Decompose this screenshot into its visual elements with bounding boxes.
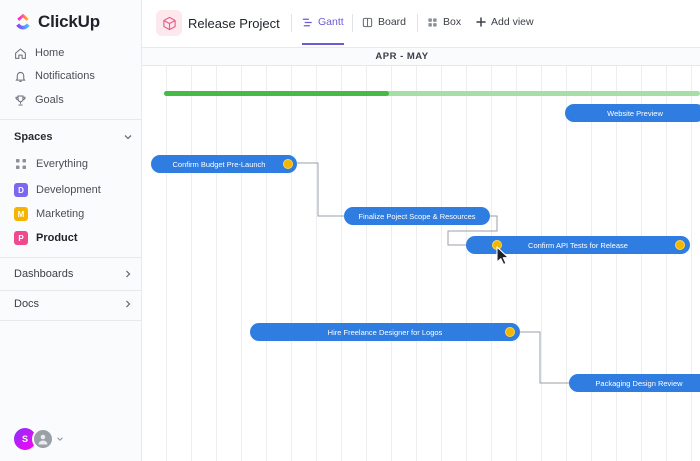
task-bar-finalize-scope[interactable]: Finalize Poject Scope & Resources	[344, 207, 490, 225]
nav-label-notifications: Notifications	[35, 70, 95, 82]
sidebar-divider	[0, 119, 142, 120]
space-label-development: Development	[36, 184, 101, 196]
space-badge-marketing: M	[14, 207, 28, 221]
dashboards-label: Dashboards	[14, 268, 74, 280]
task-label: Confirm API Tests for Release	[528, 240, 628, 250]
sidebar-divider	[0, 257, 142, 258]
sidebar-divider	[0, 320, 142, 321]
sidebar-divider	[0, 290, 142, 291]
task-bar-hire-designer[interactable]: Hire Freelance Designer for Logos	[250, 323, 520, 341]
grid-icon	[16, 159, 26, 169]
task-label: Hire Freelance Designer for Logos	[327, 327, 443, 337]
nav-item-notifications[interactable]: Notifications	[14, 68, 95, 84]
page-title: Release Project	[188, 16, 280, 31]
nav-label-goals: Goals	[35, 94, 64, 106]
user-icon	[38, 434, 48, 445]
chevron-down-icon	[57, 437, 63, 441]
timeline-header: APR - MAY	[142, 48, 700, 66]
add-view-label: Add view	[491, 16, 534, 28]
milestone-icon[interactable]	[505, 327, 515, 337]
overall-progress-bar	[164, 91, 700, 96]
overall-progress-fill	[164, 91, 390, 96]
space-label-marketing: Marketing	[36, 208, 85, 220]
tab-label-board: Board	[378, 16, 407, 28]
add-view-button[interactable]: Add view	[476, 16, 534, 28]
space-badge-product: P	[14, 231, 28, 245]
bell-icon	[15, 71, 26, 82]
gantt-chart[interactable]: APR - MAY Website Preview Confirm Budget…	[142, 48, 700, 461]
tab-label-gantt: Gantt	[318, 16, 344, 28]
timeline-range: APR - MAY	[375, 51, 429, 62]
user-menu[interactable]: S	[14, 428, 64, 450]
docs-label: Docs	[14, 298, 40, 310]
chevron-down-icon[interactable]	[123, 132, 133, 142]
task-bar-packaging-review[interactable]: Packaging Design Review	[569, 374, 700, 392]
nav-item-home[interactable]: Home	[14, 45, 64, 61]
space-item-product[interactable]: P Product	[14, 231, 78, 245]
gantt-icon	[302, 18, 312, 26]
avatar: S	[14, 428, 36, 450]
trophy-icon	[15, 95, 26, 105]
home-icon	[15, 47, 26, 59]
task-label: Finalize Poject Scope & Resources	[358, 211, 476, 221]
dashboards-link[interactable]: Dashboards	[14, 268, 133, 280]
cube-icon	[162, 16, 176, 30]
space-label-everything: Everything	[36, 158, 88, 170]
space-badge-development: D	[14, 183, 28, 197]
tab-board[interactable]: Board	[362, 16, 406, 28]
tab-box[interactable]: Box	[427, 16, 461, 28]
space-item-development[interactable]: D Development	[14, 183, 101, 197]
task-bar-confirm-budget[interactable]: Confirm Budget Pre-Launch	[151, 155, 297, 173]
header-divider	[291, 14, 292, 32]
task-label: Website Preview	[607, 108, 663, 118]
space-label-product: Product	[36, 232, 78, 244]
header-divider	[352, 14, 353, 32]
clickup-logo[interactable]: ClickUp	[14, 12, 100, 32]
chevron-right-icon	[126, 270, 131, 278]
spaces-header[interactable]: Spaces	[14, 131, 133, 143]
project-icon	[156, 10, 182, 36]
spaces-title: Spaces	[14, 131, 53, 143]
clickup-logo-icon	[16, 13, 30, 30]
tab-label-box: Box	[443, 16, 462, 28]
header-divider	[417, 14, 418, 32]
task-label: Confirm Budget Pre-Launch	[172, 159, 266, 169]
milestone-icon[interactable]	[675, 240, 685, 250]
board-icon	[362, 17, 373, 27]
task-bar-website-preview[interactable]: Website Preview	[565, 104, 700, 122]
space-item-marketing[interactable]: M Marketing	[14, 207, 84, 221]
chevron-right-icon	[126, 300, 131, 308]
nav-label-home: Home	[35, 47, 65, 59]
task-label: Packaging Design Review	[595, 378, 683, 388]
milestone-icon[interactable]	[283, 159, 293, 169]
mouse-cursor-icon	[496, 246, 509, 266]
box-icon	[428, 17, 437, 27]
task-bar-confirm-api-tests[interactable]: Confirm API Tests for Release	[466, 236, 690, 254]
nav-item-goals[interactable]: Goals	[14, 92, 64, 108]
space-item-everything[interactable]: Everything	[14, 157, 88, 171]
plus-icon	[476, 17, 486, 27]
docs-link[interactable]: Docs	[14, 298, 133, 310]
view-header: Release Project Gantt Board Box Add view	[142, 0, 700, 48]
avatar-photo	[32, 428, 54, 450]
tab-gantt[interactable]: Gantt	[302, 16, 344, 45]
sidebar: ClickUp Home Notifications Goals Spaces …	[0, 0, 142, 461]
brand-name: ClickUp	[38, 12, 100, 31]
